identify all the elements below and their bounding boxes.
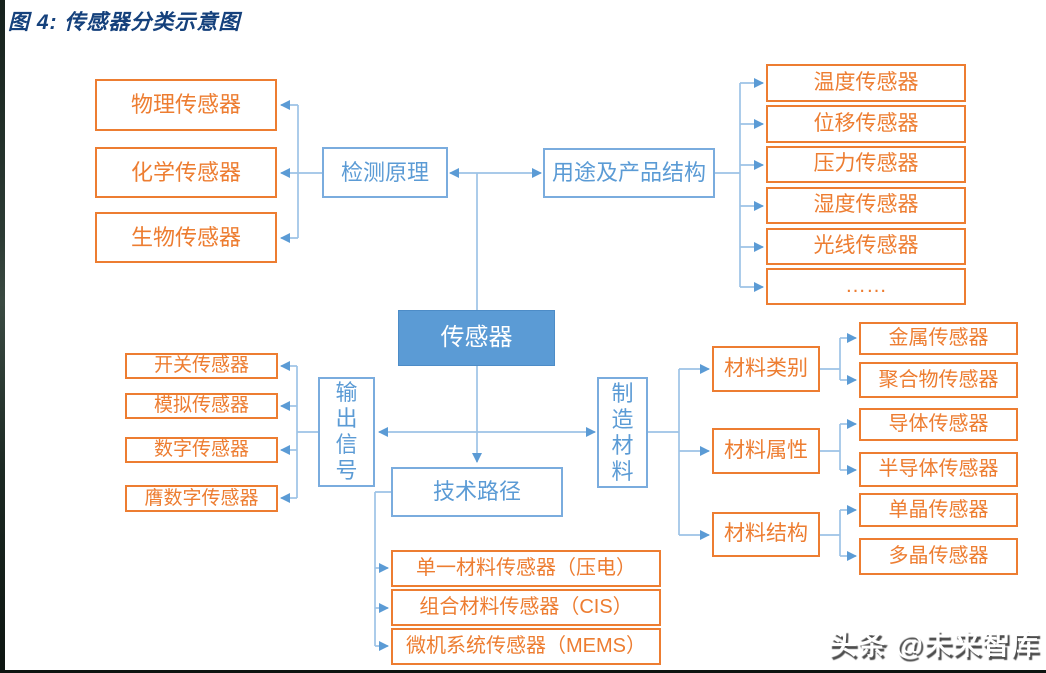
node-semiconductor-sensor: 半导体传感器 [859, 452, 1018, 487]
node-composite-material-sensor: 组合材料传感器（CIS） [391, 589, 661, 626]
node-chemical-sensor: 化学传感器 [95, 147, 277, 198]
node-material-category: 材料类别 [712, 346, 820, 392]
node-mems-sensor: 微机系统传感器（MEMS） [391, 628, 661, 665]
node-displacement-sensor: 位移传感器 [766, 105, 966, 143]
node-single-crystal-sensor: 单晶传感器 [859, 493, 1018, 527]
node-tech-path: 技术路径 [391, 467, 563, 517]
figure-title: 图 4: 传感器分类示意图 [8, 11, 241, 34]
node-humidity-sensor: 湿度传感器 [766, 187, 966, 224]
watermark-toutiao: 头条 @未来智库 [828, 629, 1040, 660]
node-conductor-sensor: 导体传感器 [859, 408, 1018, 441]
node-pseudo-digital-sensor: 膺数字传感器 [125, 485, 278, 512]
bottom-edge-strip [0, 670, 1046, 673]
node-root-sensor: 传感器 [398, 310, 555, 366]
node-biological-sensor: 生物传感器 [95, 212, 277, 263]
node-usage-structure: 用途及产品结构 [543, 148, 715, 198]
node-pressure-sensor: 压力传感器 [766, 146, 966, 183]
node-polymer-sensor: 聚合物传感器 [859, 362, 1018, 398]
node-metal-sensor: 金属传感器 [859, 322, 1018, 355]
node-digital-sensor: 数字传感器 [125, 437, 278, 463]
node-material-property: 材料属性 [712, 428, 820, 474]
left-edge-strip [0, 0, 5, 673]
node-switch-sensor: 开关传感器 [125, 353, 278, 379]
node-temperature-sensor: 温度传感器 [766, 64, 966, 102]
node-material-structure: 材料结构 [712, 512, 820, 557]
node-poly-crystal-sensor: 多晶传感器 [859, 538, 1018, 575]
node-single-material-sensor: 单一材料传感器（压电） [391, 550, 661, 587]
node-manufacturing-material: 制造材料 [597, 377, 648, 488]
node-output-signal: 输出信号 [318, 377, 375, 487]
node-light-sensor: 光线传感器 [766, 228, 966, 265]
node-detection-principle: 检测原理 [322, 147, 448, 198]
node-analog-sensor: 模拟传感器 [125, 393, 278, 419]
node-ellipsis: …… [766, 268, 966, 305]
node-physical-sensor: 物理传感器 [95, 79, 277, 131]
